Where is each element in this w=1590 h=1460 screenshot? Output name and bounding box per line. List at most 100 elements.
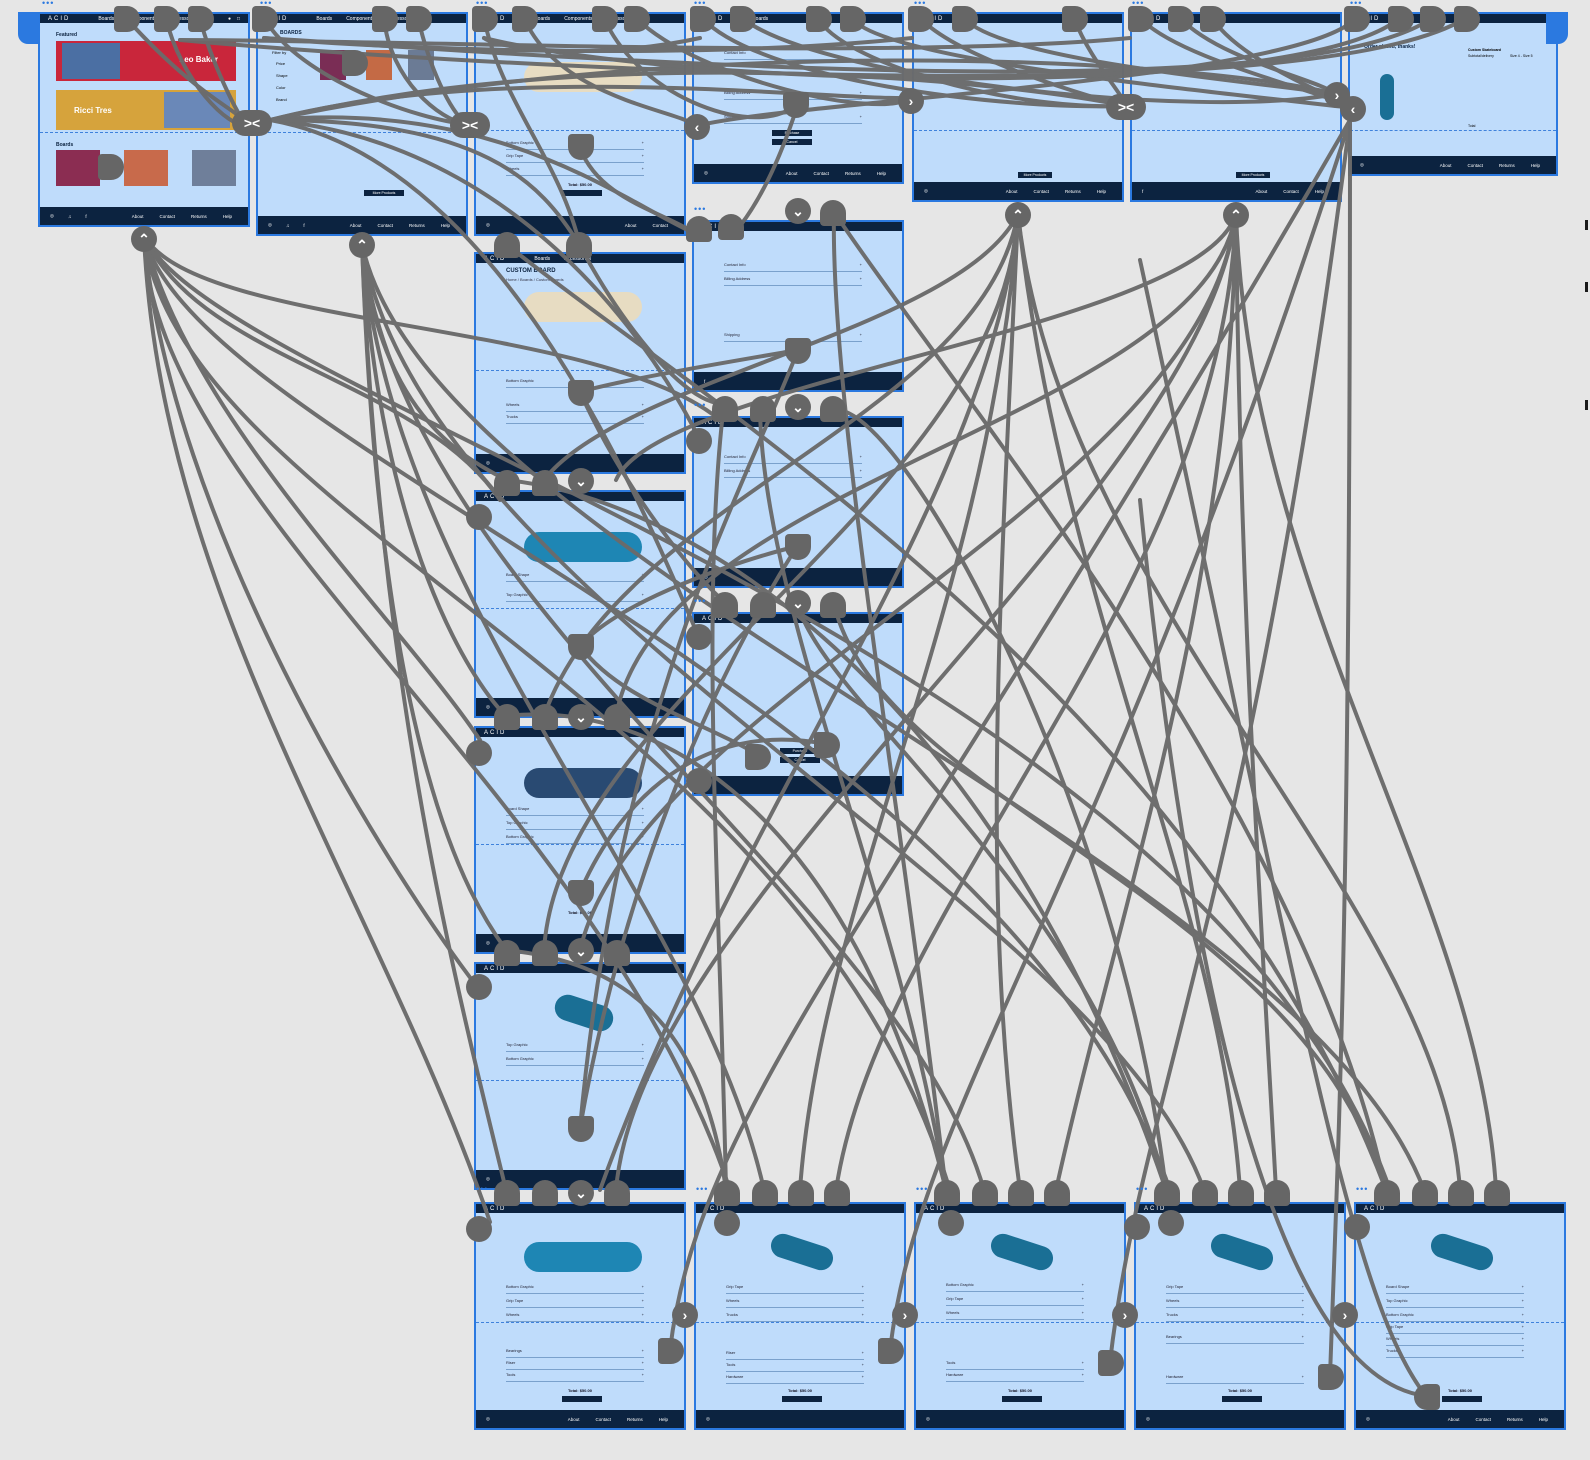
connection-handle[interactable] [532,470,558,496]
option-row[interactable]: Grip Tape+ [1166,1284,1304,1294]
connection-handle[interactable] [1420,6,1446,32]
instagram-icon[interactable]: ◎ [1146,1416,1150,1421]
connection-handle[interactable] [154,6,180,32]
option-row[interactable]: Grip Tape+ [1386,1324,1524,1334]
footer-returns[interactable]: Returns [1064,188,1081,194]
footer-contact[interactable]: Contact [1033,188,1049,194]
option-row[interactable]: Bottom Graphic+ [1386,1312,1524,1322]
filter-price[interactable]: Price [276,61,286,66]
connection-handle[interactable] [814,732,840,758]
connection-handle[interactable] [568,1116,594,1142]
connection-handle[interactable] [714,1210,740,1236]
connection-handle[interactable] [820,396,846,422]
add-button[interactable] [562,190,602,196]
connection-handle[interactable] [568,634,594,660]
instagram-icon[interactable]: ◎ [486,222,490,227]
connection-handle[interactable] [494,940,520,966]
option-row[interactable]: Hardware+ [1166,1374,1304,1384]
footer-about[interactable]: About [1005,188,1018,194]
connection-handle[interactable] [1344,1214,1370,1240]
logo[interactable]: ACID [924,1205,947,1212]
option-row[interactable]: Top Graphic+ [506,1042,644,1052]
nav-boards[interactable]: Boards [534,255,551,262]
option-row[interactable]: Bottom Graphic+ [946,1282,1084,1292]
logo[interactable]: ACID [48,15,71,22]
connection-handle[interactable] [752,1180,778,1206]
logo[interactable]: ACID [484,255,507,262]
option-row[interactable]: Wheels+ [1166,1298,1304,1308]
more-products-button[interactable]: More Products [1236,172,1270,178]
chevron-up-icon[interactable]: ⌃ [349,232,375,258]
option-row[interactable]: Tools+ [506,1372,644,1382]
instagram-icon[interactable]: ◎ [704,170,708,175]
logo[interactable]: ACID [702,419,725,426]
footer-about[interactable]: About [624,222,637,228]
nav-accessories[interactable]: Accessories [170,15,198,22]
connection-handle[interactable] [1454,6,1480,32]
connection-handle[interactable] [824,1180,850,1206]
connection-handle[interactable] [1374,1180,1400,1206]
chevron-right-icon[interactable]: › [1112,1302,1138,1328]
option-row[interactable]: Trucks+ [1166,1312,1304,1322]
footer-contact[interactable]: Contact [159,213,175,219]
chevron-right-icon[interactable]: › [892,1302,918,1328]
connection-handle[interactable] [494,470,520,496]
connection-handle[interactable] [1098,1350,1124,1376]
add-button[interactable] [1002,1396,1042,1402]
connection-handle[interactable] [372,6,398,32]
connection-handle[interactable] [820,592,846,618]
connection-handle[interactable] [188,6,214,32]
breadcrumb[interactable]: Home / Boards / Custom Boards [506,277,564,282]
board-thumb[interactable] [124,150,168,186]
connection-handle[interactable] [745,744,771,770]
more-products-button[interactable]: More Products [1018,172,1052,178]
option-row[interactable]: Bottom Graphic+ [506,1284,644,1294]
billing-row[interactable]: Billing Address+ [724,276,862,286]
instagram-icon[interactable]: ◎ [486,1176,490,1181]
connection-handle[interactable] [658,1338,684,1364]
connection-handle[interactable] [908,6,934,32]
footer-about[interactable]: About [1439,162,1452,168]
option-row[interactable]: Bearings+ [1166,1334,1304,1344]
footer-about[interactable]: About [349,222,362,228]
connection-handle[interactable] [604,704,630,730]
option-row[interactable]: Trucks+ [506,414,644,424]
instagram-icon[interactable]: ◎ [926,1416,930,1421]
connection-handle[interactable] [1158,1210,1184,1236]
option-row[interactable]: Top Graphic+ [1386,1298,1524,1308]
add-button[interactable] [782,1396,822,1402]
option-row[interactable]: Riser+ [506,1360,644,1370]
connection-handle[interactable] [972,1180,998,1206]
footer-about[interactable]: About [785,170,798,176]
option-row[interactable]: Bottom Graphic+ [506,1056,644,1066]
option-row[interactable]: Tools+ [946,1360,1084,1370]
chevron-right-icon[interactable]: › [898,88,924,114]
footer-returns[interactable]: Returns [844,170,861,176]
connection-handle[interactable] [604,1180,630,1206]
footer-help[interactable]: Help [440,222,450,228]
connection-handle[interactable] [604,940,630,966]
logo[interactable]: ACID [484,965,507,972]
connection-handle[interactable] [712,396,738,422]
footer-returns[interactable]: Returns [1506,1416,1523,1422]
chevron-down-icon[interactable]: ⌄ [785,590,811,616]
chevron-down-icon[interactable]: ⌄ [568,704,594,730]
board-thumb[interactable] [56,150,100,186]
connection-handle[interactable] [512,6,538,32]
footer-contact[interactable]: Contact [813,170,829,176]
footer-help[interactable]: Help [658,1416,668,1422]
connection-handle[interactable] [1062,6,1088,32]
connection-handle[interactable] [1388,6,1414,32]
connection-handle[interactable] [788,1180,814,1206]
connection-handle[interactable] [1228,1180,1254,1206]
option-row[interactable]: Wheels+ [506,1312,644,1322]
connection-handle[interactable] [406,6,432,32]
logo[interactable]: ACID [1144,1205,1167,1212]
filter-brand[interactable]: Brand [276,97,287,102]
option-row[interactable]: Hardware+ [726,1374,864,1384]
nav-accessories[interactable]: Accessories [388,15,416,22]
instagram-icon[interactable]: ◎ [924,188,928,193]
board-thumb[interactable] [192,150,236,186]
connection-handle[interactable] [568,380,594,406]
footer-returns[interactable]: Returns [190,213,207,219]
